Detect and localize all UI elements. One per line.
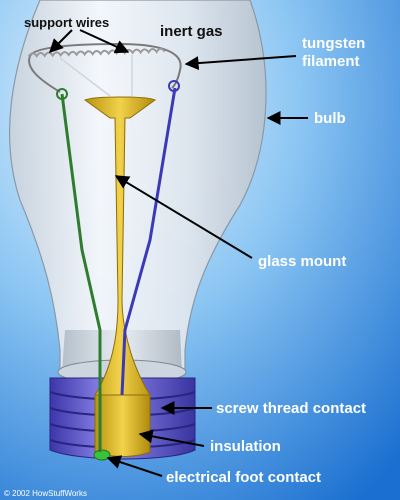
arrow-tungsten-filament xyxy=(184,55,297,71)
arrow-electrical-foot-contact xyxy=(106,455,163,477)
label-tungsten-line2: filament xyxy=(302,53,360,70)
glass-mount-shape xyxy=(83,96,157,396)
arrow-glass-mount xyxy=(114,175,253,259)
filament-end-right xyxy=(168,80,180,92)
filament-end-left xyxy=(56,88,68,100)
label-arrows xyxy=(49,29,308,477)
label-support-wires: support wires xyxy=(24,15,109,30)
label-electrical-foot-contact: electrical foot contact xyxy=(166,469,321,486)
lead-wire-green xyxy=(60,93,102,452)
foot-contact-shape xyxy=(93,449,111,461)
arrow-support-wires-left xyxy=(49,29,73,53)
support-wire-left xyxy=(59,57,111,97)
label-bulb: bulb xyxy=(314,110,346,127)
lead-wire-blue xyxy=(120,87,177,396)
label-glass-mount: glass mount xyxy=(258,253,346,270)
copyright-text: © 2002 HowStuffWorks xyxy=(4,489,87,498)
arrow-insulation xyxy=(138,429,205,447)
arrow-support-wires-right xyxy=(79,29,130,54)
label-insulation: insulation xyxy=(210,438,281,455)
label-screw-thread-contact: screw thread contact xyxy=(216,400,366,417)
label-tungsten-line1: tungsten xyxy=(302,35,365,52)
insulation-block xyxy=(94,394,151,457)
label-inert-gas: inert gas xyxy=(160,23,223,40)
